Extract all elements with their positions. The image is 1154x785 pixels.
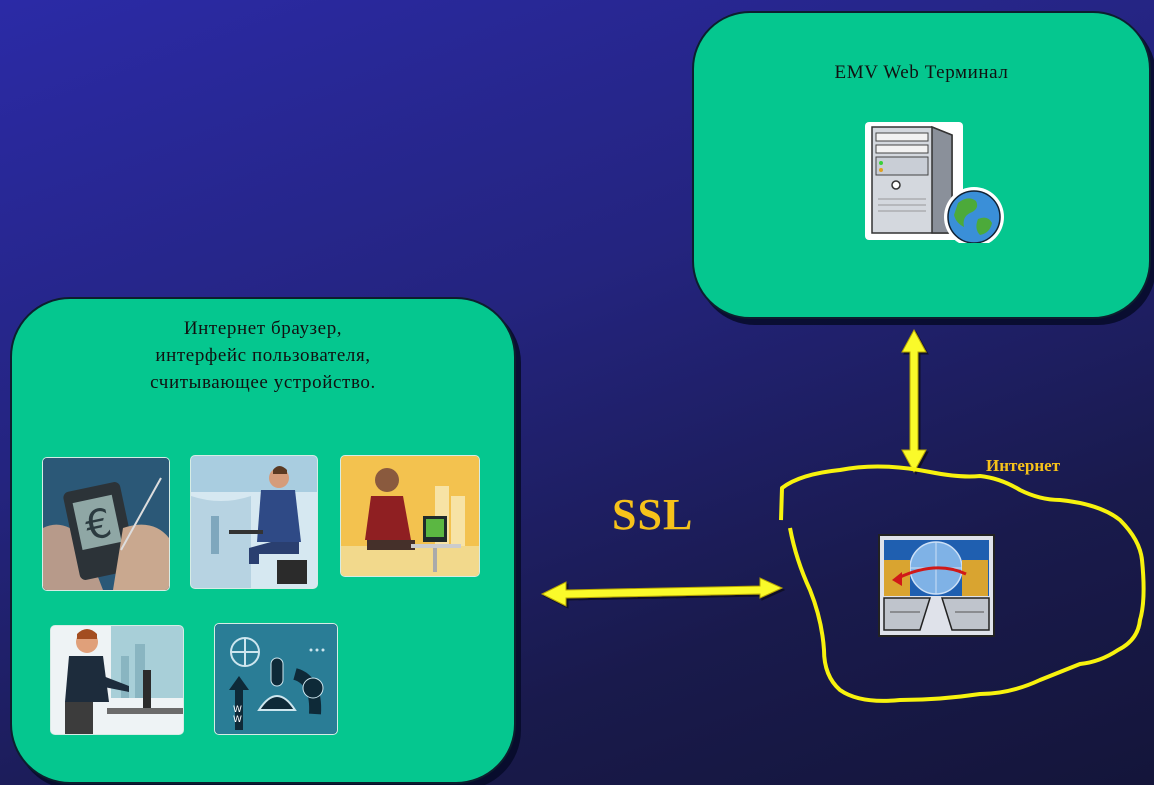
ssl-arrow [540,577,784,607]
terminal-box: EMV Web Терминал [692,11,1151,319]
internet-cloud-outline [779,464,1146,703]
client-label: Интернет браузер, интерфейс пользователя… [150,318,376,393]
svg-text:W: W [233,715,242,725]
internet-label: Интернет [986,456,1061,475]
web-mouse-icon: W W [214,623,338,735]
laptop-business-traveler-icon [190,455,318,589]
client-box: Интернет браузер, интерфейс пользователя… [10,297,516,784]
web-server-icon [865,122,1004,243]
terminal-label: EMV Web Терминал [834,62,1009,83]
ssl-label: SSL [612,490,694,539]
laptop-cafe-user-icon [340,455,480,577]
pda-euro-icon: € [42,457,170,591]
vertical-arrow [901,328,927,474]
svg-text:W: W [233,705,242,715]
network-computers-icon [878,534,995,637]
desktop-office-worker-icon [50,625,184,735]
